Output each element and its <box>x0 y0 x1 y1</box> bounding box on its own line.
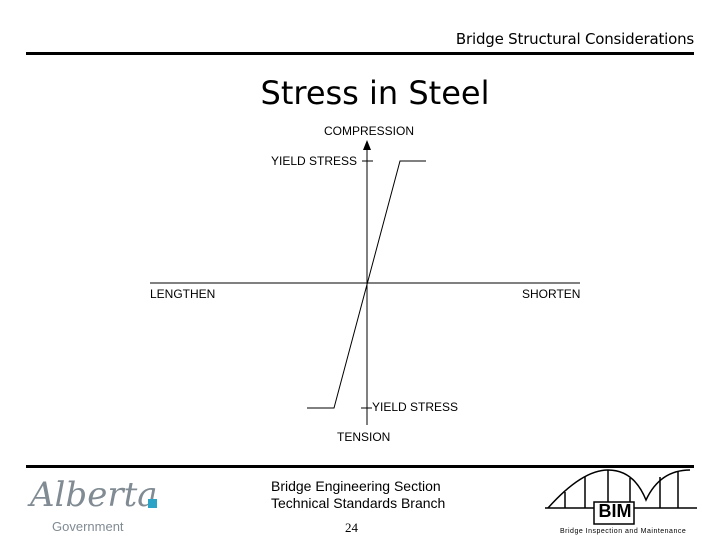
yield-stress-top-label: YIELD STRESS <box>271 154 358 168</box>
yield-stress-bottom-label: YIELD STRESS <box>372 400 459 414</box>
compression-label: COMPRESSION <box>324 124 415 138</box>
shorten-label: SHORTEN <box>522 287 581 301</box>
alberta-logo: Alberta Government <box>30 475 165 535</box>
page-number: 24 <box>345 520 358 535</box>
bim-badge-box <box>593 501 635 525</box>
alberta-square-icon <box>148 499 157 508</box>
compression-arrow-icon <box>363 140 371 150</box>
stress-strain-curve <box>307 160 426 409</box>
bim-bridge-arch-icon <box>547 469 691 509</box>
bim-caption: Bridge Inspection and Maintenance <box>560 528 687 535</box>
lengthen-label: LENGTHEN <box>150 287 216 301</box>
org-line-2: Technical Standards Branch <box>271 495 446 511</box>
alberta-government-label: Government <box>52 519 124 534</box>
header-title: Bridge Structural Considerations <box>455 30 694 48</box>
bim-logo-text: BIM <box>598 501 632 521</box>
tension-label: TENSION <box>337 430 391 444</box>
slide-title: Stress in Steel <box>260 74 490 112</box>
header-rule <box>26 52 694 55</box>
org-line-1: Bridge Engineering Section <box>271 478 441 494</box>
alberta-wordmark: Alberta <box>30 475 158 515</box>
footer-rule <box>26 465 694 468</box>
